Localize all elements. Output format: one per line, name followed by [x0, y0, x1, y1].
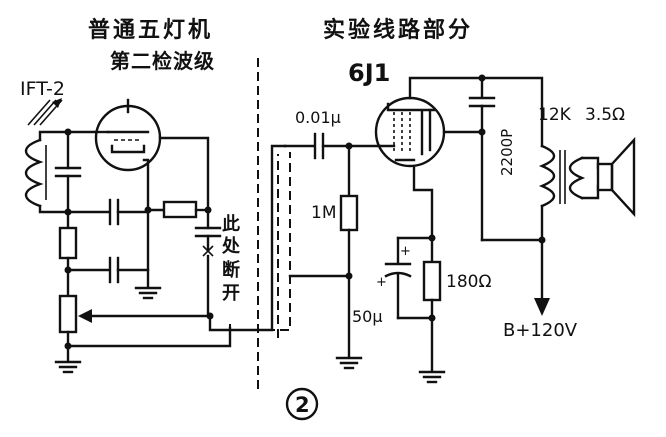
output-transformer-secondary: [568, 156, 586, 200]
cathode-wire: [412, 164, 434, 240]
break-note: 此 处 断 开: [221, 213, 241, 304]
cathode-electrolytic-capacitor: + +: [376, 244, 412, 290]
cathode-resistor-label: 180Ω: [446, 272, 491, 292]
grid-resistor-label: 1M: [311, 203, 336, 223]
pentode-tube: [374, 96, 446, 168]
link-wire-dashed-a: [229, 152, 291, 331]
output-transformer-label: 12K: [538, 105, 572, 125]
pot-output-wire: [66, 326, 232, 348]
left-subtitle: 第二检波级: [110, 49, 215, 73]
junction-node: [64, 128, 72, 136]
svg-text:断: 断: [222, 259, 240, 281]
ground-icon: [335, 356, 363, 370]
cathode-resistor: [422, 260, 442, 302]
svg-text:开: 开: [222, 283, 240, 304]
tube-cathode-wire: [158, 136, 210, 210]
ift-label: IFT-2: [20, 78, 65, 100]
coupling-cap-label: 0.01μ: [295, 108, 341, 127]
figure-number: 2: [285, 387, 319, 421]
junction-node: [428, 314, 436, 322]
screen-grid-wire: [408, 76, 484, 100]
ground-icon: [54, 360, 82, 374]
plate-cap-label: 2200P: [498, 129, 516, 176]
svg-text:2: 2: [295, 393, 310, 417]
tube-filament-wire: [142, 158, 150, 210]
grid-resistor: [339, 194, 359, 232]
volume-potentiometer: [58, 294, 78, 334]
break-mark-icon: [202, 245, 214, 257]
supply-label: B+120V: [503, 320, 578, 341]
svg-text:处: 处: [221, 235, 241, 257]
speaker-impedance-label: 3.5Ω: [585, 105, 625, 125]
ift-bottom-wire: [38, 204, 70, 214]
bias-resistor: [58, 226, 78, 260]
detector-tube: [94, 104, 162, 172]
wiper-arrow-icon: [78, 309, 212, 323]
right-title: 实验线路部分: [323, 17, 473, 43]
left-title: 普通五灯机: [88, 17, 213, 43]
junction-node: [478, 128, 486, 136]
svg-text:+: +: [400, 244, 411, 259]
ground-icon: [134, 286, 162, 300]
output-transformer-primary: [538, 144, 556, 208]
tuning-arrow-icon: [27, 98, 63, 126]
ift-top-wire: [38, 130, 98, 142]
svg-text:+: +: [376, 275, 387, 290]
ground-icon: [418, 370, 446, 384]
tube-label: 6J1: [348, 59, 390, 87]
speaker-icon: [596, 136, 636, 218]
supply-arrow-icon: [534, 298, 550, 316]
ift-primary-coil: [24, 138, 44, 208]
transformer-core: [559, 150, 566, 204]
load-resistor: [162, 200, 198, 219]
cathode-cap-label: 50μ: [352, 307, 383, 326]
svg-text:此: 此: [222, 213, 240, 235]
